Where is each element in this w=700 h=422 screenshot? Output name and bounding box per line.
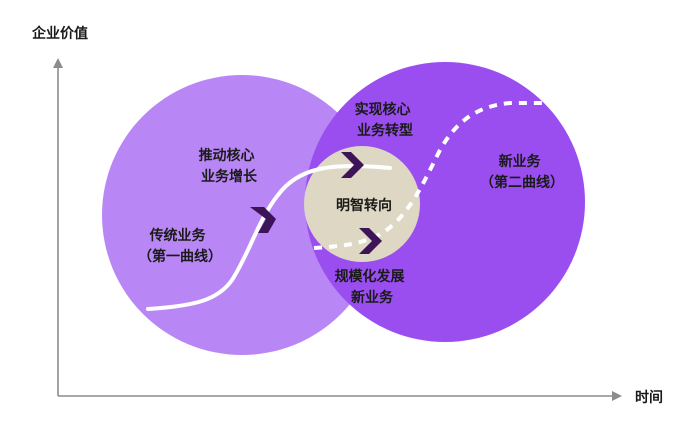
scale-new-business-label: 规模化发展 新业务 [335,268,410,306]
pivot-circle [304,146,420,262]
first-s-curve [146,163,392,311]
x-axis-label: 时间 [635,389,663,406]
drive-core-growth-label: 推动核心 业务增长 [199,147,260,185]
second-s-curve [313,101,548,250]
traditional-business-label: 传统业务 （第一曲线） [138,227,222,265]
transformation-chevron [341,152,364,178]
growth-chevron [250,207,276,233]
scale-chevron [359,228,382,254]
second-curve-circle [305,62,585,342]
wise-pivot-label: 明智转向 [336,197,392,214]
realize-core-transformation-label: 实现核心 业务转型 [355,101,416,139]
new-business-label: 新业务 （第二曲线） [480,153,564,191]
y-axis-label: 企业价值 [31,25,88,42]
first-curve-circle [102,75,382,355]
